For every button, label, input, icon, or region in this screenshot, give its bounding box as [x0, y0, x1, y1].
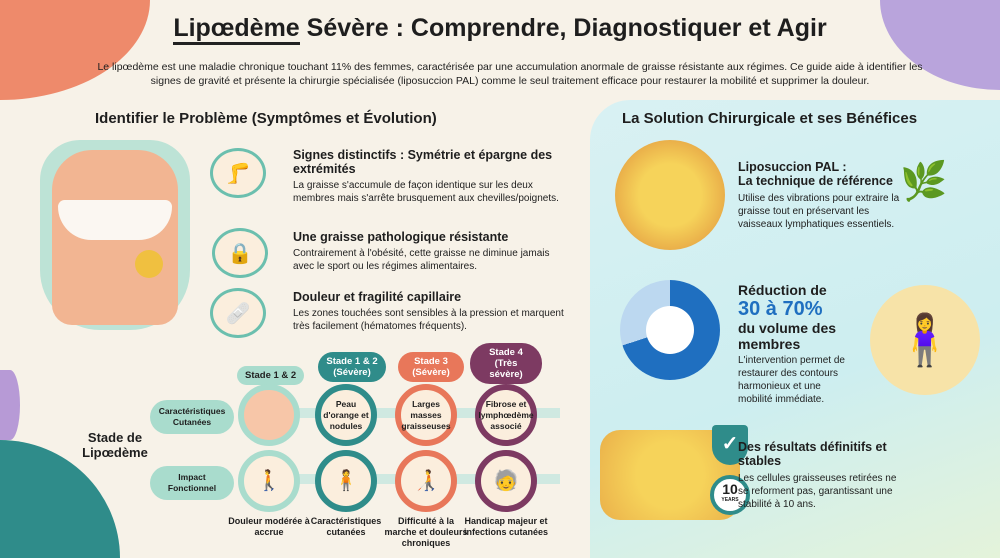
symptom-title: Douleur et fragilité capillaire [293, 290, 462, 304]
symptom-desc: La graisse s'accumule de façon identique… [293, 180, 559, 204]
reduction-block: Réduction de 30 à 70% du volume des memb… [738, 282, 858, 406]
stages-label: Stade de Lipœdème [82, 430, 148, 460]
symptom-item: Une graisse pathologique résistante Cont… [293, 230, 573, 273]
stage-header: Stade 4 (Très sévère) [470, 343, 542, 384]
pal-block: Liposuccion PAL : La technique de référe… [738, 160, 908, 231]
stage-header: Stade 3 (Sévère) [398, 352, 464, 382]
shield-check-icon: ✓ [712, 425, 748, 465]
title-rest: Sévère : Comprendre, Diagnostiquer et Ag… [299, 14, 827, 42]
stage-skin-node [238, 384, 300, 446]
symptom-item: Douleur et fragilité capillaire Les zone… [293, 290, 573, 333]
symptom-title: Une graisse pathologique résistante [293, 230, 509, 244]
body-illustration [40, 140, 190, 330]
bruise-icon: 🩹 [210, 288, 266, 338]
title-underlined: Lipœdème [173, 14, 300, 45]
symptom-desc: Les zones touchées sont sensibles à la p… [293, 308, 564, 332]
liposuction-illustration [615, 140, 725, 250]
stage-header: Stade 1 & 2 [237, 366, 305, 385]
pal-desc: Utilise des vibrations pour extraire la … [738, 193, 900, 230]
reduction-desc: L'intervention permet de restaurer des c… [738, 355, 845, 405]
person-knee-icon: 🧍 [315, 450, 377, 512]
pal-subtitle: La technique de référence [738, 174, 893, 188]
pal-title: Liposuccion PAL : [738, 160, 847, 174]
person-cane-icon: 🧑‍🦯 [395, 450, 457, 512]
fat-nodule-icon [135, 250, 163, 278]
donut-hole [646, 306, 694, 354]
stage-header: Stade 1 & 2 (Sévère) [318, 352, 386, 382]
stage-skin-node: Peau d'orange et nodules [315, 384, 377, 446]
stage-skin-node: Larges masses graisseuses [395, 384, 457, 446]
reduction-value: 30 à 70% [738, 298, 823, 320]
right-heading: La Solution Chirurgicale et ses Bénéfice… [622, 110, 918, 127]
results-title: Des résultats définitifs et stables [738, 440, 887, 468]
row-label-function: Impact Fonctionnel [150, 466, 234, 500]
legs-before-after-illustration: 🧍‍♀️ [870, 285, 980, 395]
stage-skin-text: Peau d'orange et nodules [323, 398, 369, 431]
stage-skin-node: Fibrose et lymphœdème associé [475, 384, 537, 446]
intro-text: Le lipœdème est une maladie chronique to… [97, 61, 923, 87]
page-title: Lipœdème Sévère : Comprendre, Diagnostiq… [0, 14, 1000, 45]
stage-caption: Difficulté à la marche et douleurs chron… [384, 516, 468, 548]
badge-number: 10 [722, 481, 738, 497]
person-pain-icon: 🚶 [238, 450, 300, 512]
results-block: Des résultats définitifs et stables Les … [738, 440, 898, 511]
ten-years-badge: 10 YEARS [710, 475, 750, 515]
badge-label: YEARS [721, 497, 739, 503]
decor-blob [0, 370, 20, 440]
reduction-post: du volume des membres [738, 320, 837, 352]
symptom-title: Signes distinctifs : Symétrie et épargne… [293, 148, 553, 176]
row-label-skin: Caractéristiques Cutanées [150, 400, 234, 434]
reduction-pre: Réduction de [738, 282, 827, 298]
symptom-item: Signes distinctifs : Symétrie et épargne… [293, 148, 573, 205]
stage-skin-text: Fibrose et lymphœdème associé [478, 398, 534, 431]
lymph-vessel-icon: 🌿 [900, 161, 948, 203]
stage-caption: Douleur modérée à accrue [228, 516, 310, 537]
left-heading: Identifier le Problème (Symptômes et Évo… [95, 110, 437, 127]
person-walker-icon: 🧓 [475, 450, 537, 512]
legs-icon: 🦵 [210, 148, 266, 198]
stage-skin-text: Larges masses graisseuses [401, 398, 451, 431]
stage-caption: Caractéristiques cutanées [310, 516, 382, 537]
stage-caption: Handicap majeur et infections cutanées [463, 516, 549, 537]
results-desc: Les cellules graisseuses retirées ne se … [738, 473, 897, 510]
symptom-desc: Contrairement à l'obésité, cette graisse… [293, 248, 550, 272]
lock-icon: 🔒 [212, 228, 268, 278]
